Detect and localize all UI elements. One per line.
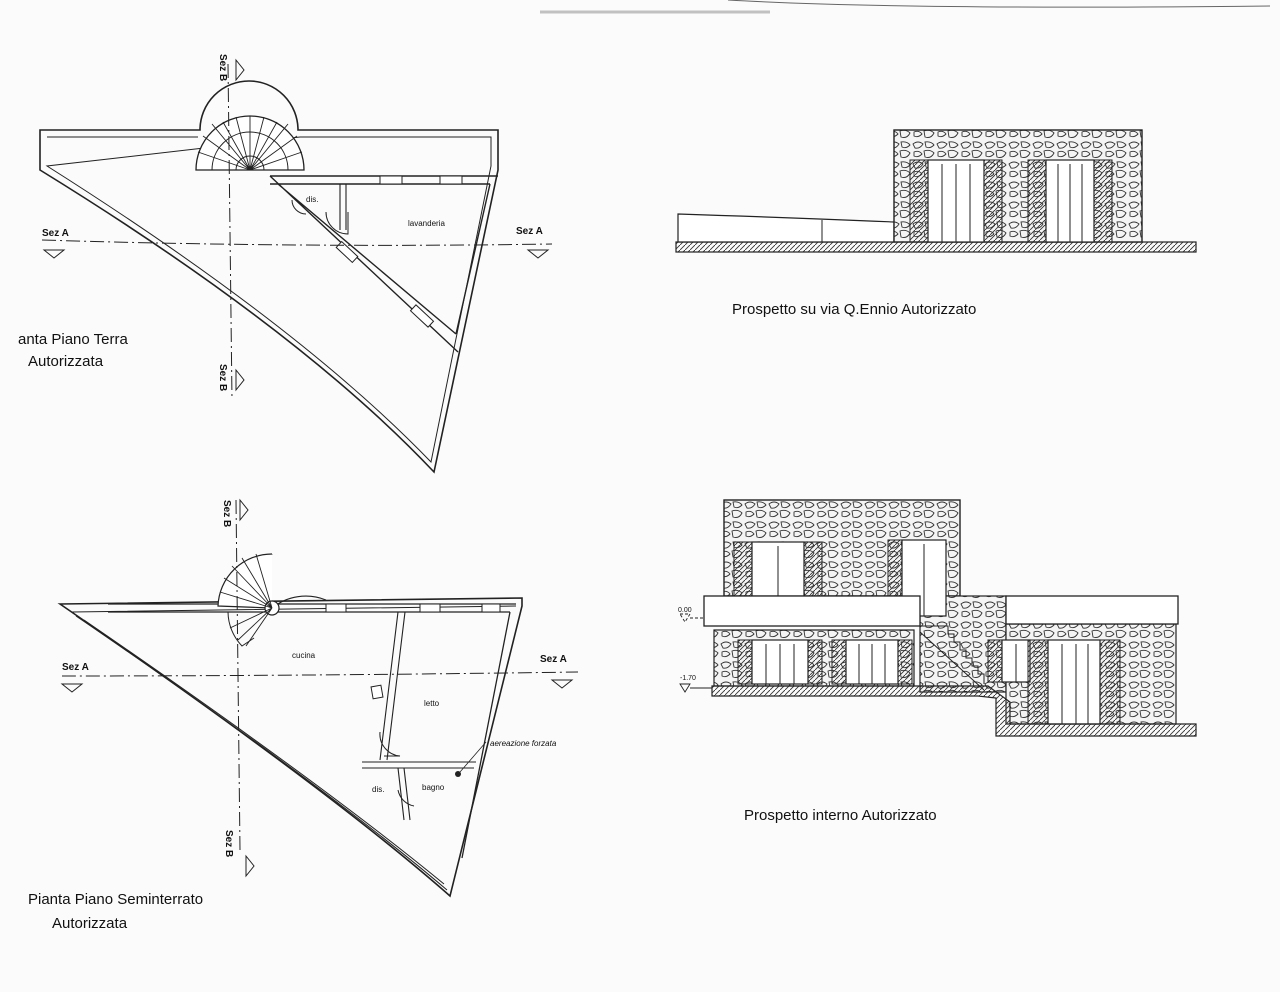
opening <box>419 603 441 613</box>
plan-ground-door-swing-2 <box>291 199 307 215</box>
ground-slab <box>675 241 1197 253</box>
sec-b-bottom-label: Sez B <box>223 830 234 857</box>
plan-ground-title-line2: Autorizzata <box>28 353 104 370</box>
room-label-dis: dis. <box>372 785 384 794</box>
spiral-stair-ground <box>195 115 305 171</box>
plan-basement-title-line1: Pianta Piano Seminterrato <box>28 891 203 908</box>
terrace-slab-right <box>1005 595 1179 625</box>
section-marker <box>42 249 66 259</box>
aerazione-leader <box>459 741 487 773</box>
door-swing-bagno <box>397 789 415 807</box>
level-upper-label: 0.00 <box>678 607 692 614</box>
room-label-letto: letto <box>424 699 440 708</box>
section-line-b-ground <box>227 63 233 401</box>
ground-profile <box>711 685 1197 737</box>
exterior-stair <box>919 625 985 691</box>
plan-basement-wall <box>108 603 516 859</box>
plan-basement-title-line2: Autorizzata <box>52 915 128 932</box>
door-lower <box>1027 639 1121 725</box>
plan-ground-title-line1: anta Piano Terra <box>18 331 128 348</box>
window-group <box>733 541 823 597</box>
sec-b-bottom-label: Sez B <box>217 364 228 391</box>
opening <box>379 175 403 185</box>
opening <box>481 603 501 613</box>
wardrobe <box>370 684 384 700</box>
window-group <box>909 159 1003 243</box>
terrace-slab <box>703 595 921 627</box>
door-swing-letto <box>379 731 401 757</box>
opening <box>335 240 359 264</box>
section-marker <box>235 368 245 392</box>
section-marker <box>245 854 255 878</box>
sec-b-top-label: Sez B <box>217 54 228 81</box>
room-label-cucina: cucina <box>292 651 316 660</box>
note-aerazione: aereazione forzata <box>490 739 557 748</box>
vent-fan <box>455 771 461 777</box>
opening <box>409 304 435 328</box>
plan-ground-floor: Sez A Sez A Sez B Sez B dis. lavanderia … <box>18 54 553 474</box>
plan-ground-outline-inner <box>45 136 492 464</box>
scan-edge-curve <box>727 0 1271 8</box>
room-label-bagno: bagno <box>422 783 445 792</box>
sec-b-top-label: Sez B <box>221 500 232 527</box>
level-marker-upper <box>679 613 704 623</box>
elevation-street: Prospetto su via Q.Ennio Autorizzato <box>675 129 1197 318</box>
level-marker-lower <box>679 683 712 693</box>
section-marker <box>239 498 249 522</box>
opening <box>439 175 463 185</box>
window-group <box>831 639 913 685</box>
plan-basement-outline-inner <box>71 605 517 891</box>
section-marker <box>526 249 550 259</box>
room-label-lavanderia: lavanderia <box>408 219 445 228</box>
plan-basement: Sez A Sez A Sez B Sez B cucina letto dis… <box>28 498 579 932</box>
elevation-street-title: Prospetto su via Q.Ennio Autorizzato <box>732 301 976 318</box>
elevation-interior: 0.00 -1.70 Prospetto interno Autorizzato <box>678 499 1197 824</box>
plan-ground-outline <box>39 80 499 474</box>
plan-ground-door-swing <box>325 211 349 235</box>
level-lower-label: -1.70 <box>680 675 696 682</box>
section-marker <box>235 58 245 82</box>
window-group <box>737 639 823 685</box>
sec-a-left-label: Sez A <box>42 228 69 239</box>
plan-ground-partition <box>339 184 347 230</box>
plan-basement-partition-bagno <box>362 761 476 821</box>
section-line-a-ground <box>41 239 553 246</box>
section-marker <box>550 679 574 689</box>
elevation-interior-title: Prospetto interno Autorizzato <box>744 807 937 824</box>
sec-a-right-label: Sez A <box>540 654 567 665</box>
spiral-stair-basement <box>217 553 327 647</box>
sec-a-left-label: Sez A <box>62 662 89 673</box>
section-line-a-basement <box>61 671 579 677</box>
plan-basement-partition-letto <box>379 611 406 761</box>
window-group <box>987 639 1031 683</box>
sec-a-right-label: Sez A <box>516 226 543 237</box>
opening <box>325 603 347 613</box>
section-marker <box>60 683 84 693</box>
window-group <box>1027 159 1113 243</box>
room-label-dis: dis. <box>306 195 318 204</box>
section-line-b-basement <box>235 499 241 851</box>
